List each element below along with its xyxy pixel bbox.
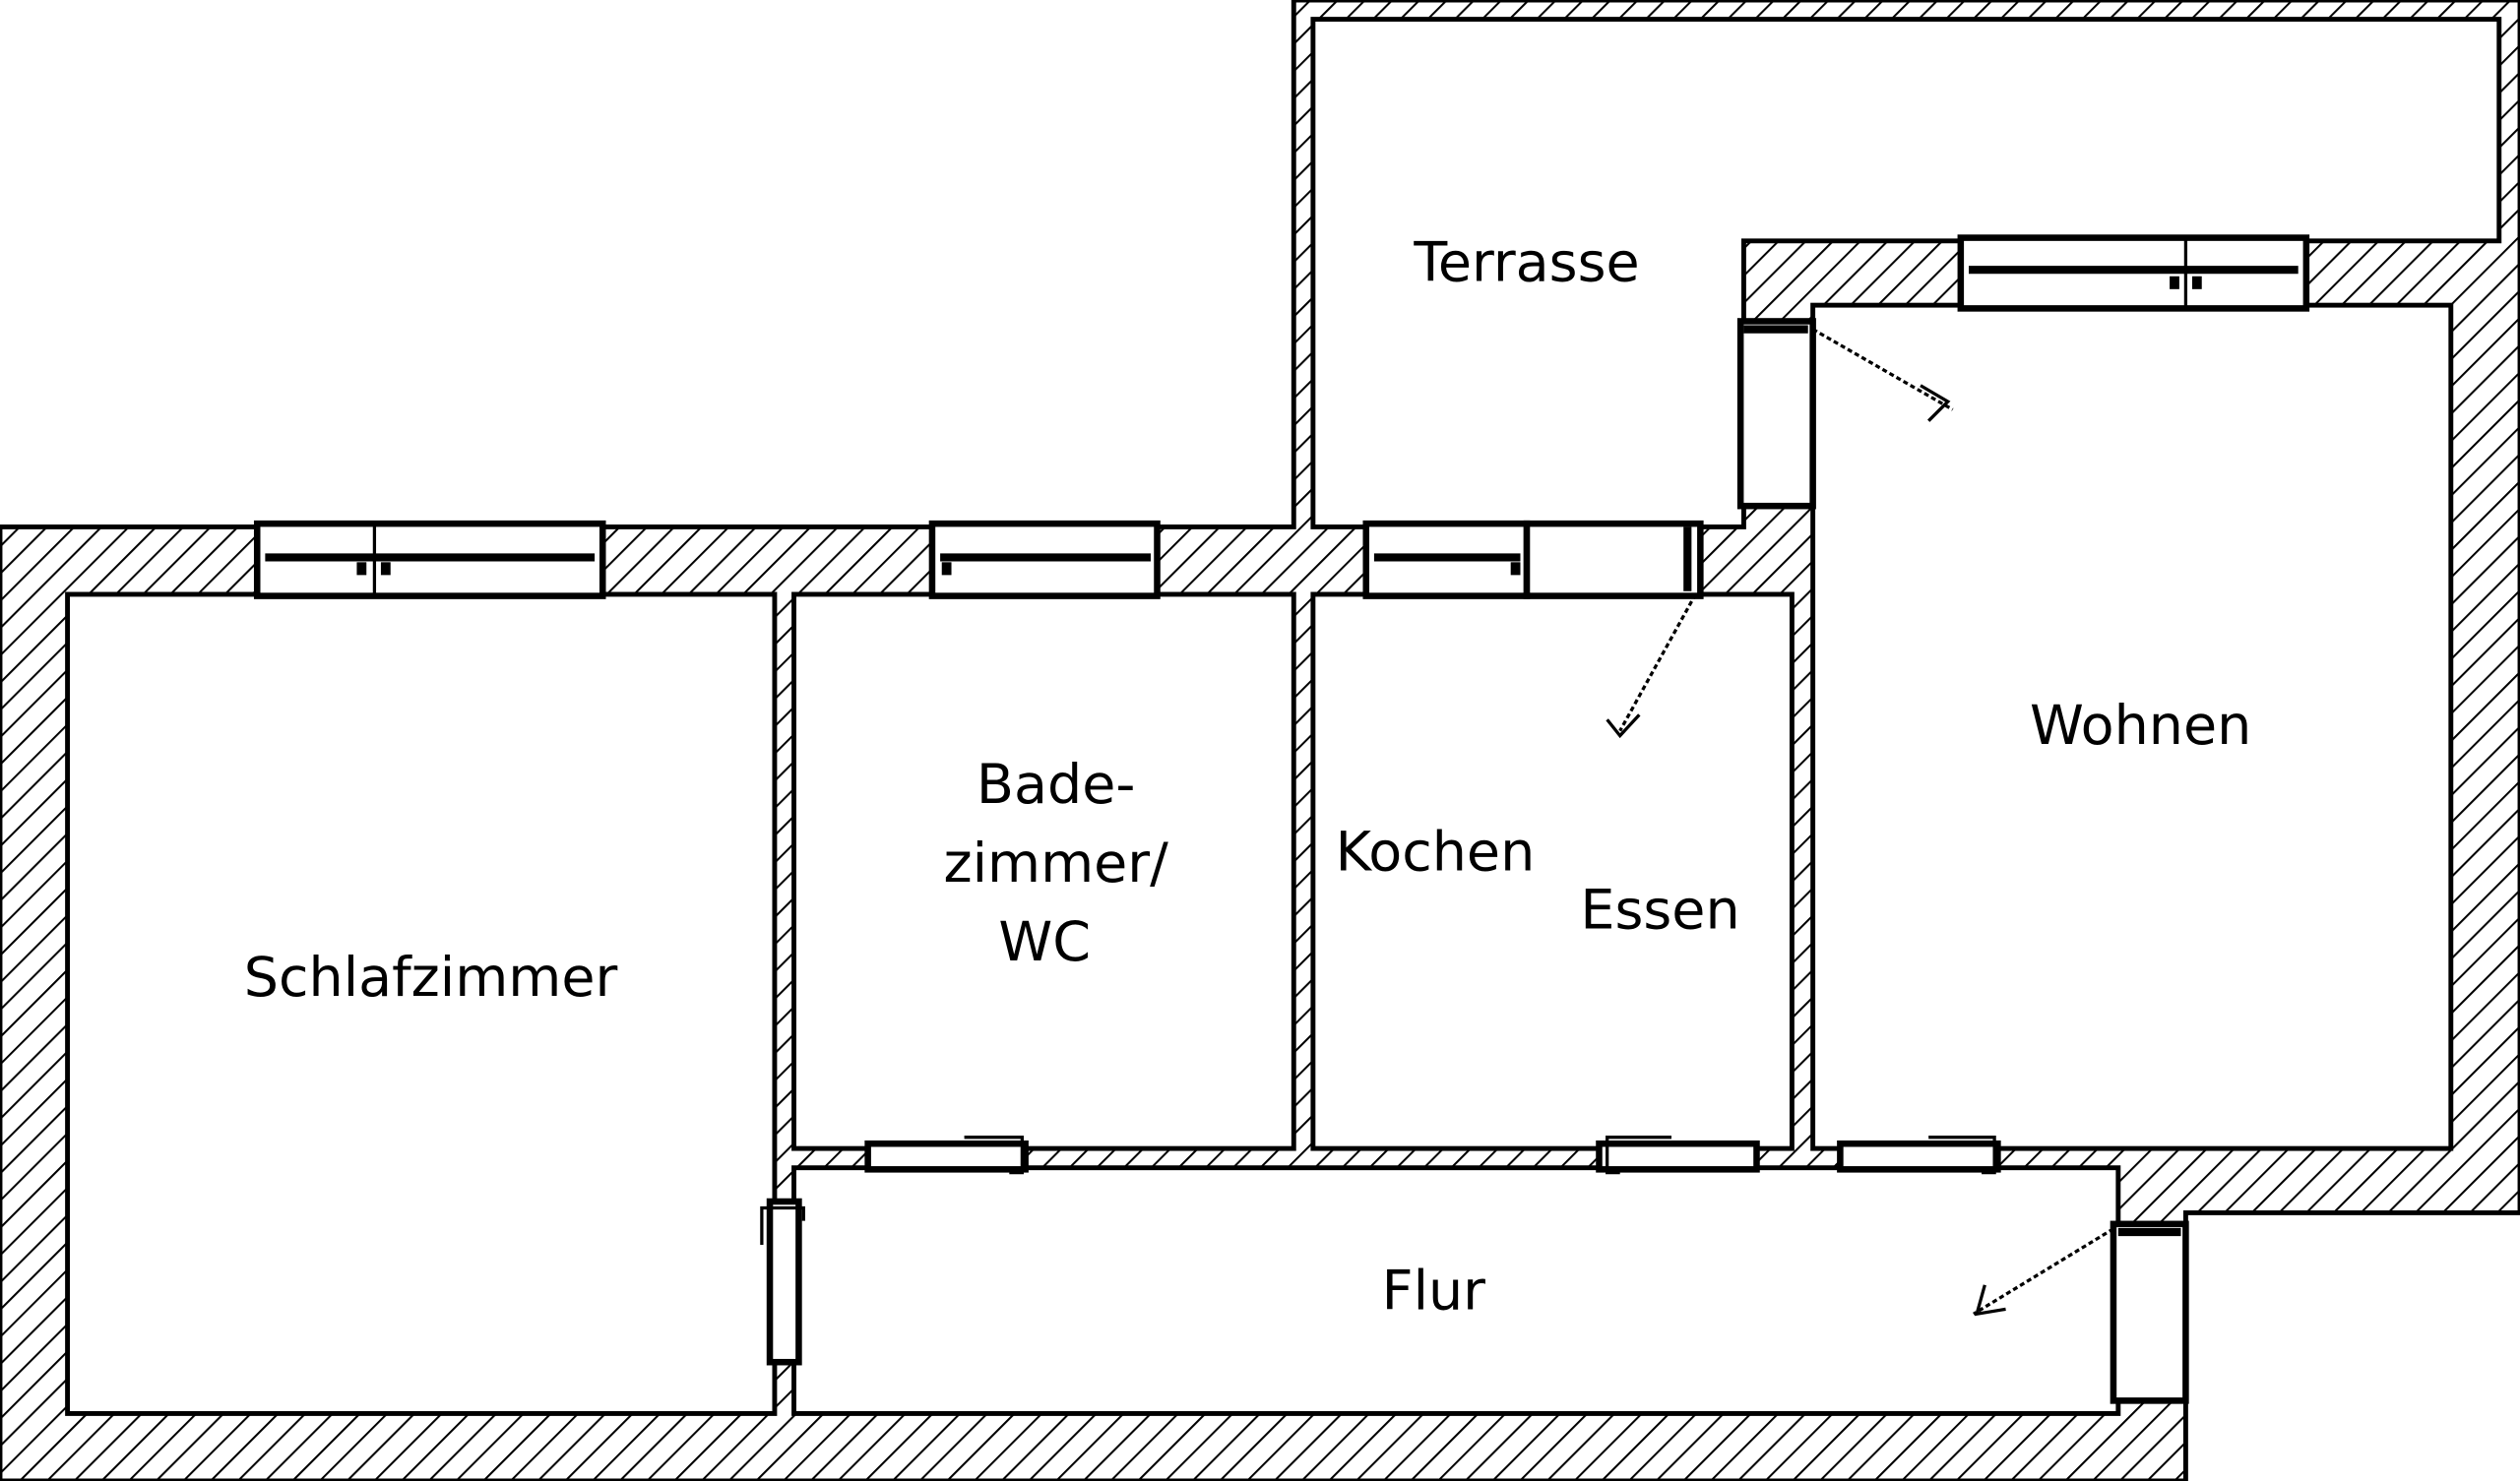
label-bad-2: zimmer/ [943,832,1168,895]
label-wohnen: Wohnen [2030,694,2251,758]
window-schlafzimmer [253,520,606,599]
room-badezimmer [791,591,1296,1151]
room-terrasse [1310,17,2502,529]
label-bad-1: Bade- [976,753,1136,817]
door-kueche [1596,1136,1760,1175]
window-wohnen [1957,234,2310,312]
door-wohnen-terrasse [1736,318,1954,510]
door-schlafzimmer [760,1198,805,1366]
room-schlafzimmer [65,591,778,1416]
door-badezimmer [864,1136,1029,1175]
label-schlafzimmer: Schlafzimmer [244,946,618,1010]
room-wohnen [1810,302,2454,1151]
room-kochen-essen [1310,591,1795,1151]
window-badezimmer [928,520,1161,599]
label-terrasse: Terrasse [1413,231,1639,295]
label-essen: Essen [1580,878,1739,942]
door-kueche-terrasse [1523,520,1704,739]
window-kueche [1362,520,1531,599]
door-wohnen [1837,1136,2001,1175]
label-flur: Flur [1382,1259,1486,1323]
label-bad-3: WC [998,910,1091,974]
label-kochen: Kochen [1336,821,1536,885]
door-eingang [1973,1220,2189,1404]
